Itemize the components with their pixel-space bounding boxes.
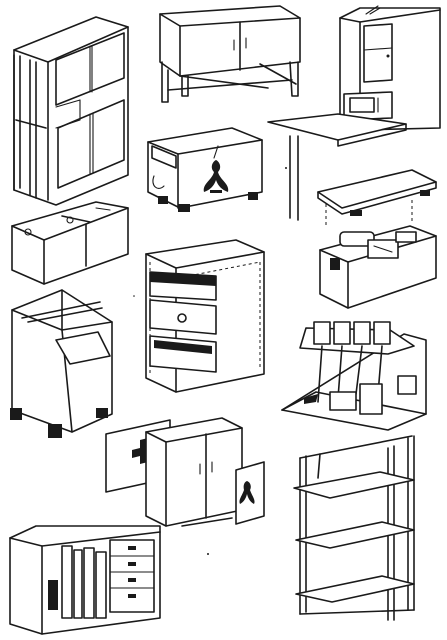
folding-wall-cabinet <box>14 17 128 205</box>
storage-chest-with-fleur-emblem <box>148 128 262 212</box>
cabinet-with-drawers-and-books <box>10 526 160 634</box>
sideboard-on-legs <box>160 6 300 102</box>
first-aid-wall-cabinets <box>106 418 264 526</box>
open-shelf-rack <box>294 436 414 620</box>
low-double-wall-box <box>12 202 128 284</box>
tray-lid-with-tool-box <box>318 170 436 308</box>
drawer-pedestal-cabinet <box>146 240 264 392</box>
slanted-bin-cabinet <box>10 290 112 438</box>
open-flap-wall-cabinet <box>282 322 426 430</box>
